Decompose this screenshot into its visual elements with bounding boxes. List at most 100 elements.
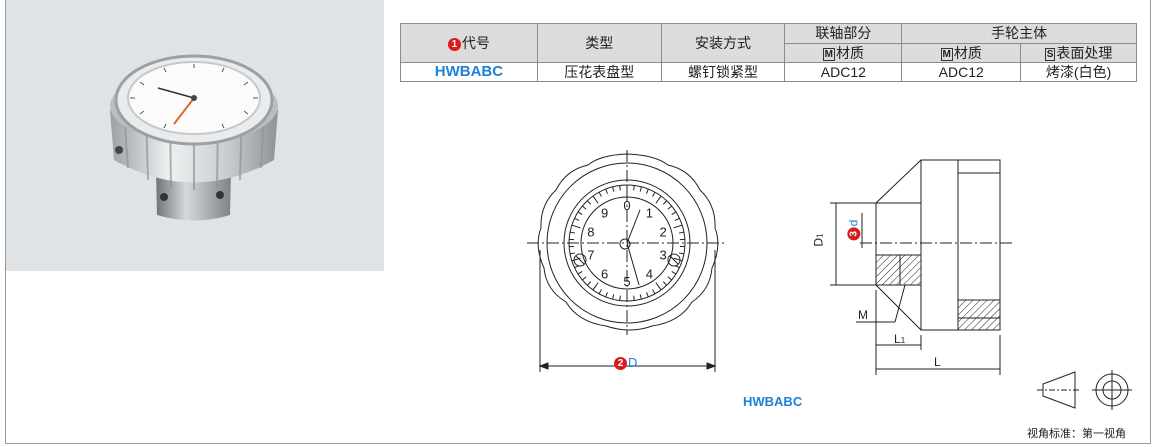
dial-numbers: 0 12 34 567 89 (587, 198, 667, 289)
dial-tick (581, 276, 587, 281)
dimension-d-text: D (628, 355, 638, 370)
dial-number: 9 (601, 205, 608, 220)
cell-mount: 螺钉锁紧型 (660, 62, 786, 82)
dial-tick (598, 191, 602, 197)
header-shaft-material-label: 材质 (836, 44, 865, 61)
bore-number-badge: 3 (847, 227, 861, 241)
dial-tick (678, 252, 685, 255)
header-surface-label: 表面处理 (1056, 44, 1113, 61)
cell-wheel-material: ADC12 (901, 62, 1022, 82)
side-view (830, 159, 1012, 375)
dial-tick (671, 211, 677, 216)
dial-tick (639, 186, 642, 192)
dial-number: 3 (660, 248, 667, 263)
dial-number: 5 (623, 274, 630, 289)
header-wheel-body: 手轮主体 (901, 23, 1137, 44)
dial-tick (646, 188, 649, 194)
dial-tick (612, 186, 615, 192)
dial-tick (605, 292, 608, 298)
material-mark-icon: M (822, 47, 836, 61)
dial-tick (569, 231, 576, 234)
dial-tick (652, 289, 656, 295)
dial-number: 2 (660, 224, 667, 239)
dimension-d1-text: D (811, 237, 826, 247)
dial-tick (671, 270, 677, 275)
dial-tick (619, 295, 621, 301)
dial-tick (667, 205, 673, 210)
dial-number: 0 (623, 198, 630, 213)
dial-tick (633, 295, 635, 301)
dial-number: 6 (601, 267, 608, 282)
cell-surface: 烤漆(白色) (1020, 62, 1137, 82)
dial-tick (577, 270, 583, 275)
dimension-l-label: L (934, 355, 941, 369)
cell-shaft-material: ADC12 (784, 62, 903, 82)
dial-tick (598, 289, 602, 295)
dimension-d1-label: D1 (812, 233, 826, 246)
dial-tick (605, 188, 608, 194)
dial-ticks (569, 185, 685, 301)
dial-tick (655, 282, 662, 291)
dial-tick (571, 224, 581, 229)
cell-code[interactable]: HWBABC (400, 62, 538, 82)
dial-tick (655, 195, 662, 204)
dial-number: 8 (587, 224, 594, 239)
dial-tick (673, 224, 683, 229)
dimension-l1-label: L1 (894, 332, 905, 346)
header-type: 类型 (536, 23, 662, 63)
table-row: HWBABC 压花表盘型 螺钉锁紧型 ADC12 ADC12 烤漆(白色) (400, 62, 1137, 82)
dial-tick (581, 205, 587, 210)
dial-tick (586, 200, 592, 205)
dial-tick (662, 281, 668, 286)
dial-number: 1 (646, 205, 653, 220)
dimension-bore-label: 3d (846, 219, 861, 241)
header-mount: 安装方式 (660, 23, 786, 63)
dial-tick (652, 191, 656, 197)
dial-tick (574, 217, 580, 221)
dial-tick (674, 265, 680, 269)
dimension-bore-text: d (846, 219, 861, 227)
dial-tick (592, 282, 599, 291)
dial-tick (619, 185, 621, 191)
dial-tick (633, 185, 635, 191)
dial-number: 4 (646, 267, 653, 282)
dial-tick (571, 257, 581, 262)
cell-type: 压花表盘型 (536, 62, 662, 82)
dimension-l1-sub: 1 (900, 336, 906, 345)
model-caption: HWBABC (743, 394, 803, 409)
dial-tick (673, 257, 683, 262)
dial-tick (678, 231, 685, 234)
dial-tick (646, 292, 649, 298)
handwheel-photo-illustration (110, 54, 278, 221)
dial-tick (662, 200, 668, 205)
dimension-l1-text: L (894, 332, 901, 346)
header-wheel-material-label: 材质 (953, 44, 982, 61)
projection-angle-caption: 视角标准：第一视角 (1027, 428, 1126, 440)
header-code-label: 代号 (461, 35, 490, 51)
front-view-outline (537, 153, 719, 331)
code-number-badge: 1 (447, 38, 461, 51)
surface-mark-icon: S (1044, 47, 1056, 61)
dial-tick (577, 211, 583, 216)
dimension-number-badge: 2 (614, 357, 627, 370)
dimension-m-label: M (858, 308, 868, 322)
dial-tick (674, 217, 680, 221)
dial-tick (574, 265, 580, 269)
dial-tick (667, 276, 673, 281)
dimension-d1-sub: 1 (815, 233, 825, 238)
first-angle-projection-icon (1037, 370, 1132, 410)
dial-tick (586, 281, 592, 286)
dial-tick (592, 195, 599, 204)
dial-tick (569, 252, 576, 255)
dial-number: 7 (587, 248, 594, 263)
header-shaft-part: 联轴部分 (784, 23, 903, 44)
dial-tick (639, 294, 642, 300)
dial-tick (612, 294, 615, 300)
product-photo (6, 0, 384, 271)
